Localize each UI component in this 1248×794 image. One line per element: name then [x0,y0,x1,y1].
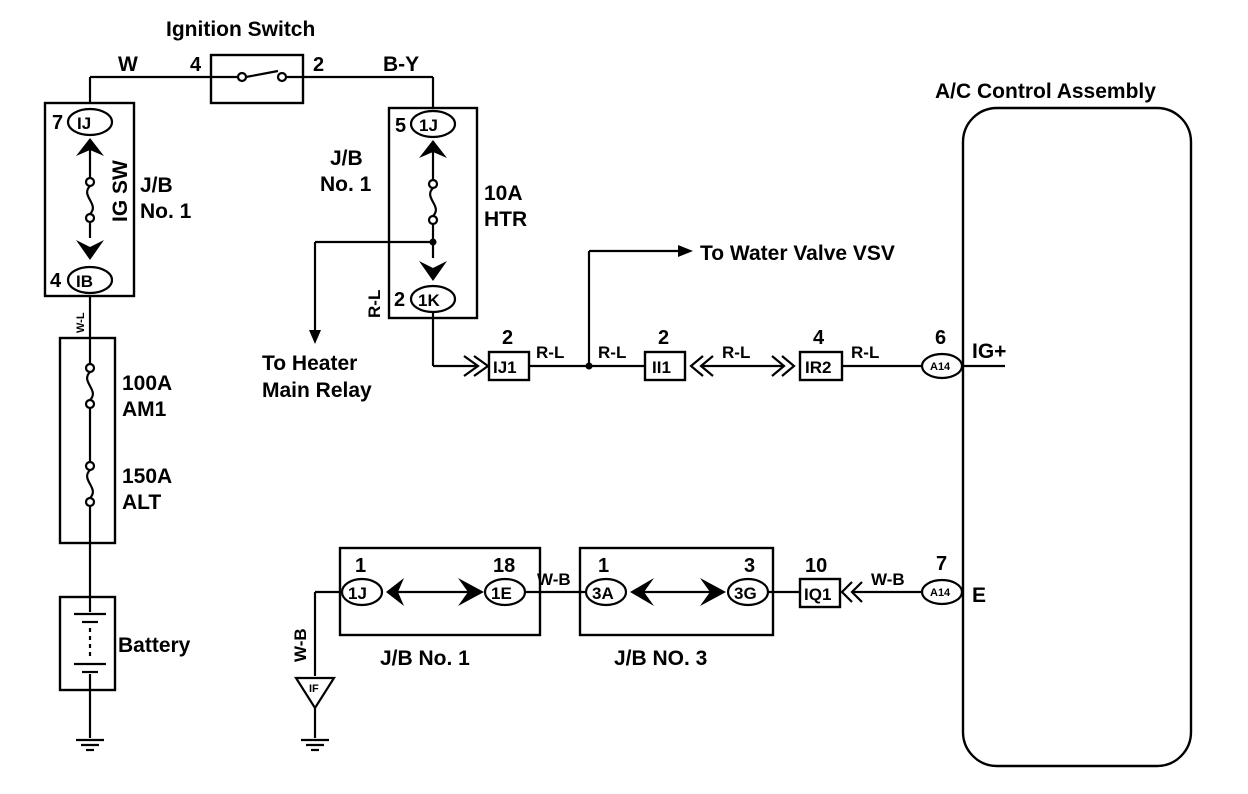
chevron-down-icon-mid [419,261,447,281]
pin-ij-7: 7 [52,112,63,134]
wire-label-wb-2: W-B [871,570,905,589]
pin-sw-4: 4 [190,54,202,76]
ac-control-box [961,106,1193,768]
ignition-switch-label: Ignition Switch [166,18,315,41]
connector-3a [584,577,628,607]
wire-label-by: B-Y [383,53,419,76]
connector-ii1-label: II1 [652,358,671,377]
chevron-down-icon [76,240,104,260]
connector-1j-bottom-label: 1J [348,584,367,603]
connector-1j-mid-label: 1J [419,116,438,135]
to-heater-label-1: To Heater [262,352,357,375]
fusible-link-box [58,336,117,545]
jb1-mid-label-1: J/B [330,147,363,170]
wire-label-rl-4: R-L [851,343,879,362]
chevron-up-icon-mid [419,140,447,158]
wire-label-wb-vertical: W-B [291,628,310,662]
pin-mid-1k-2: 2 [394,289,405,311]
jb1-left-label-2: No. 1 [140,200,192,223]
fuse-htr-icon [429,187,437,217]
jb3-bottom-label: J/B NO. 3 [614,647,707,670]
pin-a14-6: 6 [935,327,946,349]
ignition-switch-box [209,53,305,105]
chevron-left-icon-jb3 [630,578,654,606]
ground-icon [76,738,104,752]
ac-control-label: A/C Control Assembly [935,80,1156,103]
am1-label-2: AM1 [122,398,167,421]
to-heater-label-2: Main Relay [262,379,372,402]
ignition-switch-contact [236,69,288,83]
connector-ij-left [66,107,114,137]
pin-jb3-1: 1 [598,555,609,577]
connector-iq1 [798,577,842,609]
battery-icon [74,597,106,690]
jb1-mid-label-2: No. 1 [320,173,372,196]
terminal-ig-plus: IG+ [972,340,1006,363]
wire-label-rl-1: R-L [536,343,564,362]
pin-ij1-2: 2 [502,327,513,349]
chevron-right-icon [458,578,484,606]
pin-iq1-10: 10 [805,555,827,577]
connector-1j-mid [409,109,457,139]
pin-ib-4: 4 [50,270,62,292]
chevron-right-icon-jb3 [700,578,726,606]
chevron-up-icon [76,138,104,156]
htr-label-1: 10A [484,182,523,205]
fuse-ig-sw-icon [86,185,94,215]
wire-label-wl: W-L [75,312,87,333]
wire-label-rl-2: R-L [598,343,626,362]
connector-ii1 [643,350,687,382]
jb1-left-label-1: J/B [140,174,173,197]
connector-ib-left [66,265,114,295]
htr-label-2: HTR [484,208,527,231]
chevron-left-icon [386,578,404,606]
wire-label-w: W [118,53,138,76]
fuse-alt-icon [86,469,94,499]
fuse-am1-icon [86,371,94,401]
connector-arrow-ir2-icon [771,355,796,377]
battery-label: Battery [118,634,191,657]
alt-label-1: 150A [122,465,172,488]
connector-ib-left-label: IB [76,272,93,291]
pin-mid-1j-5: 5 [395,115,406,137]
connector-a14-top-label: A14 [930,361,951,373]
ground-icon-if [301,738,329,752]
am1-label-1: 100A [122,372,172,395]
ig-sw-label: IG SW [109,160,132,222]
connector-1e-bottom-label: 1E [491,584,512,603]
alt-label-2: ALT [122,491,161,514]
arrow-down-icon [309,330,321,344]
ground-triangle-if [294,676,336,711]
connector-3g-label: 3G [734,584,757,603]
wire-label-wb-1: W-B [537,570,571,589]
wire-label-rl-vertical: R-L [365,290,384,318]
terminal-e: E [972,584,986,607]
to-water-valve-label: To Water Valve VSV [700,242,895,265]
pin-sw-2: 2 [313,54,324,76]
connector-3a-label: 3A [592,584,614,603]
pin-ir2-4: 4 [813,327,825,349]
connector-ij1-label: IJ1 [493,358,517,377]
connector-1k-mid-label: 1K [418,291,440,310]
jb1-bottom-label: J/B No. 1 [380,647,470,670]
connector-ij-left-label: IJ [77,114,91,133]
pin-a14-7: 7 [936,553,947,575]
pin-jb1b-18: 18 [493,555,515,577]
pin-jb3-3: 3 [744,555,755,577]
pin-jb1b-1: 1 [355,555,366,577]
pin-ii1-2: 2 [658,327,669,349]
connector-a14-bottom-label: A14 [930,587,951,599]
connector-ir2-label: IR2 [805,358,831,377]
arrow-right-icon [678,245,693,257]
wire-label-rl-3: R-L [722,343,750,362]
connector-iq1-label: IQ1 [804,585,831,604]
battery-box [58,595,117,692]
connector-if-label: IF [309,683,319,695]
